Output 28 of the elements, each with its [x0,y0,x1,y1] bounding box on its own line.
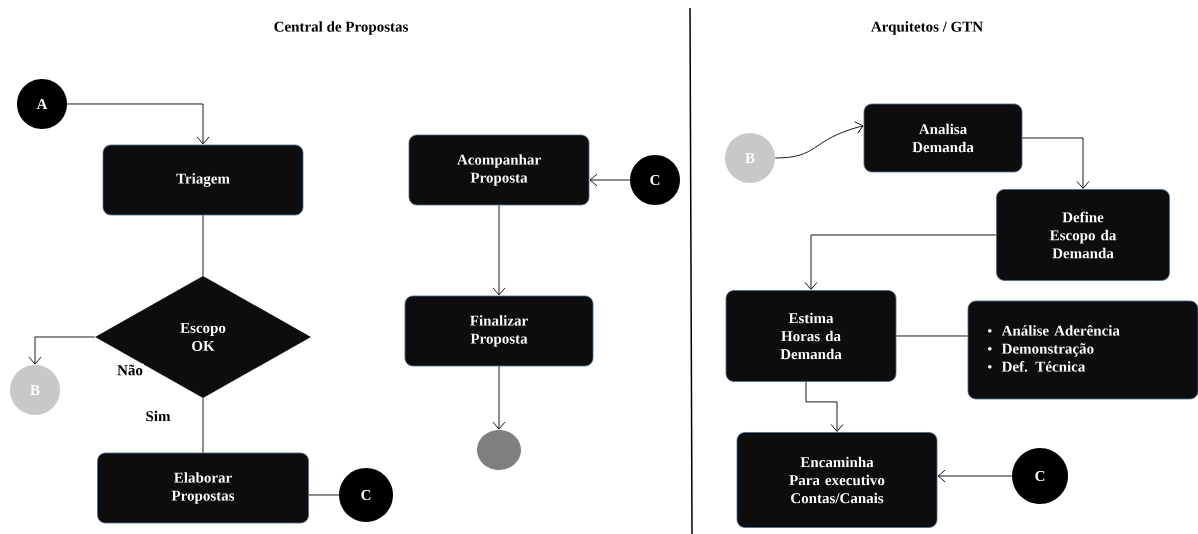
process-box: Acompanhar Proposta [408,134,590,206]
connector-line [895,335,969,337]
arrow [774,121,864,159]
process-box: Finalizar Proposta [404,295,594,367]
connector-line [308,494,340,496]
note-box: Análise Aderência Demonstração Def. Técnica [967,300,1198,400]
process-box: Encaminha Para executivo Contas/Canais [736,432,938,528]
arrow [589,173,631,187]
heading: Central de Propostas [274,21,408,35]
arrow [1021,137,1090,189]
connector-line [202,397,204,454]
edge-label: Sim [144,409,172,423]
arrow [937,469,1013,483]
end-circle [477,430,521,470]
process-box: Triagem [102,144,304,216]
heading: Arquitetos / GTN [871,21,983,35]
arrow [66,103,210,145]
process-box: Estima Horas da Demanda [725,290,897,382]
process-box: Define Escopo da Demanda [996,189,1170,281]
arrow [804,234,997,290]
arrow [492,365,506,430]
arrow [805,381,844,432]
process-box: Elaborar Propostas [97,452,309,524]
arrow [28,336,96,365]
arrow [492,204,506,296]
connector-line [202,214,204,277]
edge-label: Não [116,363,144,377]
process-box: Analisa Demanda [863,103,1023,173]
